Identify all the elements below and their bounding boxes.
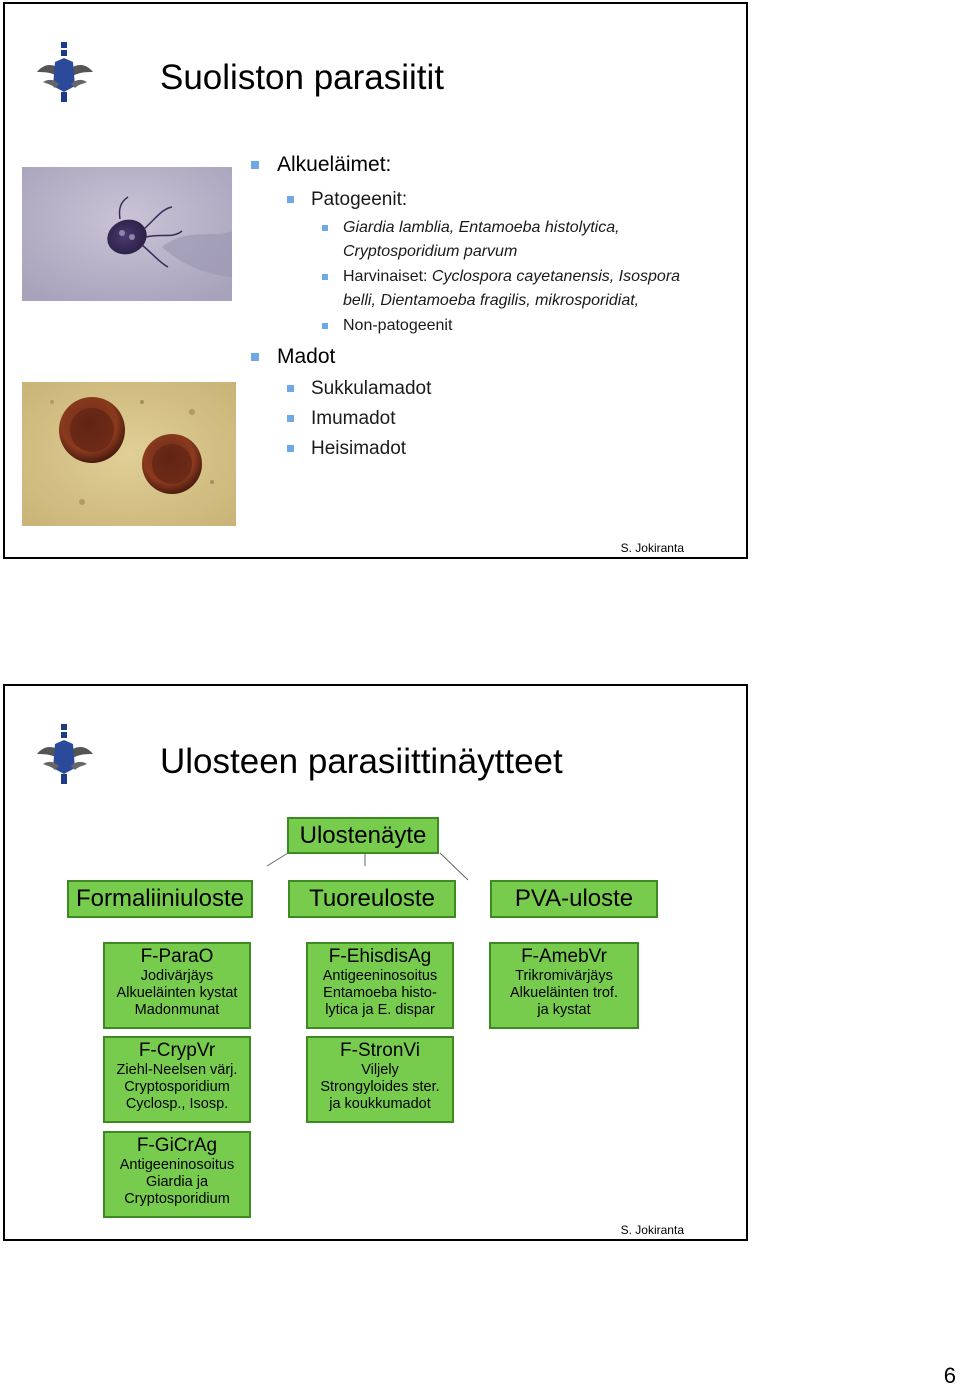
- author-credit: S. Jokiranta: [620, 1223, 684, 1237]
- author-credit: S. Jokiranta: [620, 541, 684, 555]
- bullet-square-icon: [287, 196, 294, 203]
- bullet-tapeworms: Heisimadot: [287, 438, 406, 460]
- slide-title: Ulosteen parasiittinäytteet: [160, 742, 563, 781]
- bullet-square-icon: [287, 415, 294, 422]
- university-logo-icon: [37, 724, 93, 784]
- test-box-crypvr: F-CrypVr Ziehl-Neelsen värj. Cryptospori…: [103, 1036, 251, 1123]
- worm-eggs-micrograph-image: [22, 382, 236, 526]
- category-box-pva: PVA-uloste: [490, 880, 658, 918]
- slide-1: Suoliston parasiitit: [3, 2, 748, 559]
- giardia-micrograph-image: [22, 167, 232, 301]
- bullet-square-icon: [251, 161, 259, 169]
- test-box-ehisdisag: F-EhisdisAg Antigeeninosoitus Entamoeba …: [306, 942, 454, 1029]
- slide-2: Ulosteen parasiittinäytteet Ulostenäyte …: [3, 684, 748, 1241]
- bullet-nematodes: Sukkulamadot: [287, 378, 431, 400]
- test-box-stronvi: F-StronVi Viljely Strongyloides ster. ja…: [306, 1036, 454, 1123]
- bullet-square-icon: [287, 385, 294, 392]
- category-box-fresh: Tuoreuloste: [288, 880, 456, 918]
- test-box-parao: F-ParaO Jodivärjäys Alkueläinten kystat …: [103, 942, 251, 1029]
- bullet-pathogen-list: Giardia lamblia, Entamoeba histolytica, …: [322, 216, 620, 264]
- bullet-square-icon: [322, 274, 328, 280]
- test-box-gicrag: F-GiCrAg Antigeeninosoitus Giardia ja Cr…: [103, 1131, 251, 1218]
- slide-title: Suoliston parasiitit: [160, 58, 445, 97]
- test-box-amebvr: F-AmebVr Trikromivärjäys Alkueläinten tr…: [489, 942, 639, 1029]
- bullet-protozoa: Alkueläimet:: [251, 153, 391, 177]
- bullet-square-icon: [251, 353, 259, 361]
- bullet-square-icon: [287, 445, 294, 452]
- university-logo-icon: [37, 42, 93, 102]
- bullet-pathogenic: Patogeenit:: [287, 189, 407, 211]
- category-box-formalin: Formaliiniuloste: [67, 880, 253, 918]
- tree-connectors: [266, 852, 469, 881]
- bullet-flukes: Imumadot: [287, 408, 395, 430]
- bullet-rare-pathogens: Harvinaiset: Cyclospora cayetanensis, Is…: [322, 265, 680, 313]
- bullet-square-icon: [322, 323, 328, 329]
- page-number: 6: [943, 1363, 956, 1388]
- bullet-nonpathogenic: Non-patogeenit: [322, 314, 452, 338]
- bullet-worms: Madot: [251, 345, 335, 369]
- bullet-square-icon: [322, 225, 328, 231]
- root-sample-box: Ulostenäyte: [287, 817, 439, 854]
